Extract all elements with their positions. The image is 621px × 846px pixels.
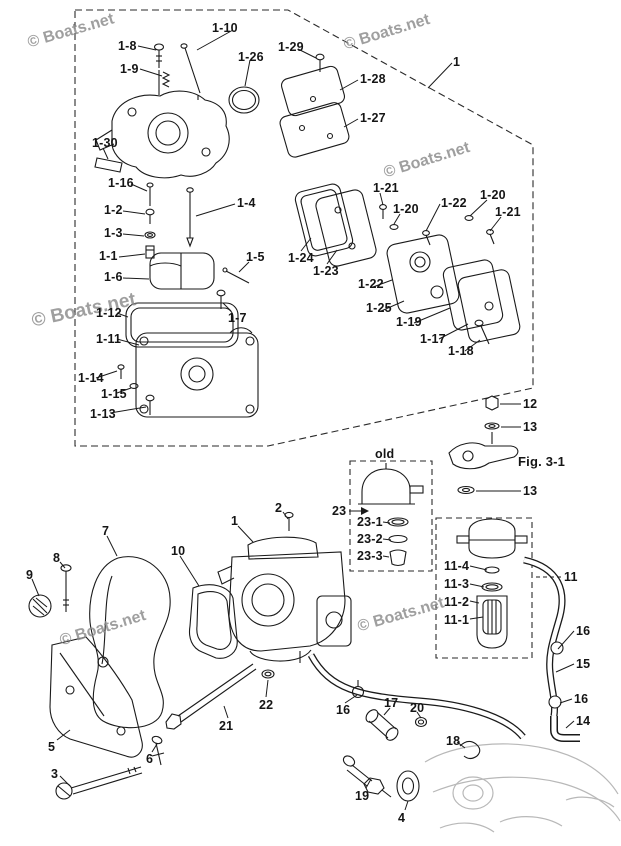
fuel-hose-drawing xyxy=(307,556,580,742)
figure-reference-label: Fig. 3-1 xyxy=(518,454,566,469)
part-label-1-top: 1 xyxy=(453,55,461,69)
fig-3-1-bracket-drawing xyxy=(448,395,519,495)
part-label-1-29: 1-29 xyxy=(278,40,304,54)
part-label-1-3: 1-3 xyxy=(104,226,123,240)
part-label-12: 12 xyxy=(523,397,538,411)
part-label-1-1: 1-1 xyxy=(99,249,118,263)
part-label-10: 10 xyxy=(171,544,186,558)
part-label-1-7: 1-7 xyxy=(228,311,247,325)
part-label-1-11: 1-11 xyxy=(96,332,122,346)
part-label-23-1: 23-1 xyxy=(357,515,383,529)
part-label-18: 18 xyxy=(446,734,461,748)
old-tag-label: old xyxy=(375,447,395,461)
part-label-19: 19 xyxy=(355,789,370,803)
part-label-1-6: 1-6 xyxy=(104,270,123,284)
part-label-1-22-b: 1-22 xyxy=(358,277,384,291)
part-label-11: 11 xyxy=(564,570,578,584)
part-label-1-13: 1-13 xyxy=(90,407,116,421)
part-label-1-16: 1-16 xyxy=(108,176,134,190)
part-label-1-17: 1-17 xyxy=(420,332,446,346)
part-label-16-b: 16 xyxy=(576,624,591,638)
part-label-1-30: 1-30 xyxy=(92,136,118,150)
part-label-1-12: 1-12 xyxy=(96,306,122,320)
part-label-9: 9 xyxy=(26,568,34,582)
part-label-1-5: 1-5 xyxy=(246,250,265,264)
old-dashed-box xyxy=(349,460,433,572)
part-label-1-21-b: 1-21 xyxy=(495,205,521,219)
part-label-1-14: 1-14 xyxy=(78,371,104,385)
hose-clamp-16-upper xyxy=(550,641,564,655)
part-label-11-4: 11-4 xyxy=(444,559,470,573)
part-label-1-27: 1-27 xyxy=(360,111,386,125)
part-label-4: 4 xyxy=(398,811,406,825)
part-label-1-4: 1-4 xyxy=(237,196,256,210)
part-label-1-18: 1-18 xyxy=(448,344,474,358)
part-label-1-15: 1-15 xyxy=(101,387,127,401)
part-label-8: 8 xyxy=(53,551,61,565)
leader-lines xyxy=(31,29,575,811)
part-label-13-a: 13 xyxy=(523,420,538,434)
part-label-1-22-a: 1-22 xyxy=(441,196,467,210)
part-label-1-28: 1-28 xyxy=(360,72,386,86)
part-label-11-3: 11-3 xyxy=(444,577,470,591)
part-label-16-a: 16 xyxy=(336,703,351,717)
part-label-1-9: 1-9 xyxy=(120,62,139,76)
part-label-23-2: 23-2 xyxy=(357,532,383,546)
part-label-1-23: 1-23 xyxy=(313,264,339,278)
part-label-20: 20 xyxy=(410,701,425,715)
part-label-1-20-b: 1-20 xyxy=(480,188,506,202)
engine-outline-drawing xyxy=(424,743,621,833)
hose-clamp-16-lower xyxy=(548,695,562,709)
part-label-17: 17 xyxy=(384,696,399,710)
part-label-23-3: 23-3 xyxy=(357,549,383,563)
part-label-15: 15 xyxy=(576,657,591,671)
part-label-11-1: 11-1 xyxy=(444,613,470,627)
carburetor-exploded-drawing xyxy=(94,43,521,418)
part-label-2: 2 xyxy=(275,501,283,515)
part-label-1-20-a: 1-20 xyxy=(393,202,419,216)
old-carburetor-top-drawing xyxy=(358,463,424,567)
part-label-1-mid: 1 xyxy=(231,514,239,528)
part-label-7: 7 xyxy=(102,524,110,538)
part-label-21: 21 xyxy=(219,719,234,733)
intake-silencer-drawing xyxy=(28,556,238,800)
part-label-14: 14 xyxy=(576,714,591,728)
part-label-23: 23 xyxy=(332,504,347,518)
carburetor-assembled-drawing xyxy=(165,511,352,730)
part-label-3: 3 xyxy=(51,767,59,781)
part-label-1-19: 1-19 xyxy=(396,315,422,329)
fuel-line-parts-drawing xyxy=(342,680,481,802)
part-label-1-24: 1-24 xyxy=(288,251,314,265)
part-label-1-21-a: 1-21 xyxy=(373,181,399,195)
main-dashed-boundary xyxy=(74,9,534,447)
part-label-1-26: 1-26 xyxy=(238,50,264,64)
part-label-6: 6 xyxy=(146,752,154,766)
filter-dashed-box xyxy=(435,517,533,659)
part-label-11-2: 11-2 xyxy=(444,595,470,609)
part-label-16-c: 16 xyxy=(574,692,589,706)
part-label-22: 22 xyxy=(259,698,274,712)
part-label-13-b: 13 xyxy=(523,484,538,498)
part-label-1-25: 1-25 xyxy=(366,301,392,315)
part-label-5: 5 xyxy=(48,740,56,754)
part-label-1-8: 1-8 xyxy=(118,39,137,53)
part-label-1-2: 1-2 xyxy=(104,203,123,217)
part-label-1-10: 1-10 xyxy=(212,21,238,35)
